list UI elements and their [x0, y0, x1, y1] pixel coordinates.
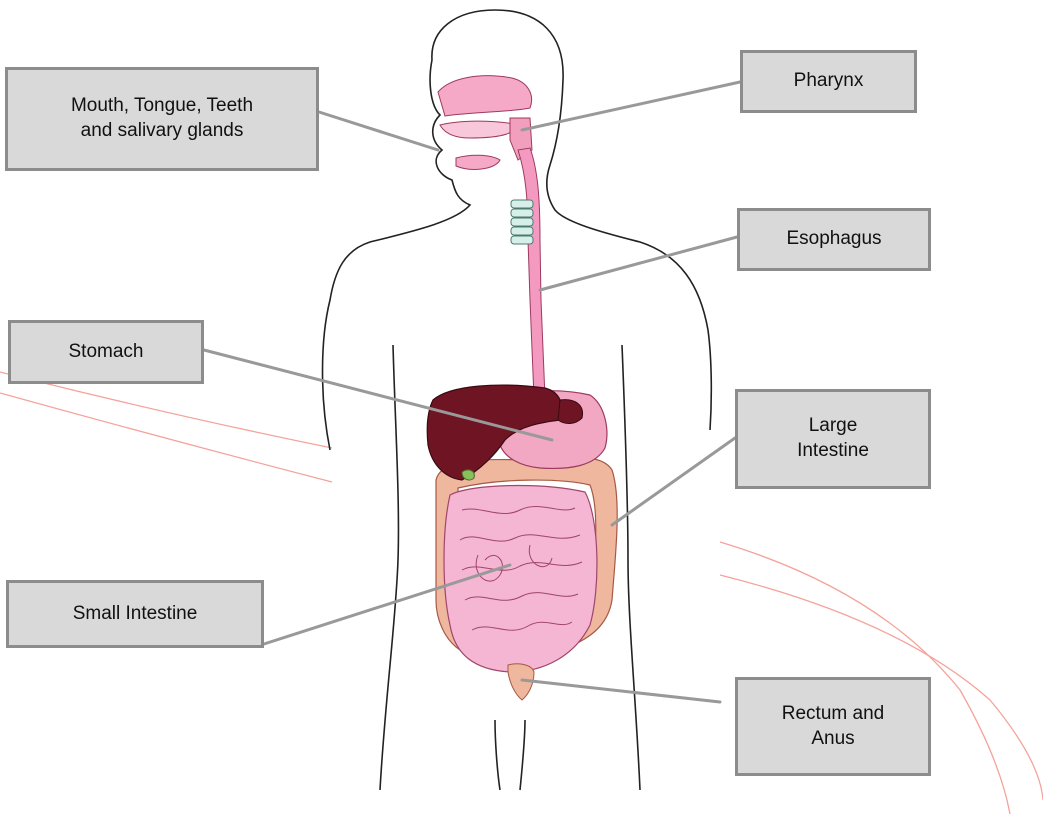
- label-large-intestine: Large Intestine: [735, 389, 931, 489]
- leader-line-esophagus: [540, 237, 737, 290]
- head-organs: [438, 76, 532, 170]
- label-rectum-anus: Rectum and Anus: [735, 677, 931, 776]
- esophagus-tube: [511, 148, 545, 398]
- leader-line-rectum: [522, 680, 720, 702]
- label-pharynx: Pharynx: [740, 50, 917, 113]
- leader-line-mouth: [319, 112, 438, 150]
- leader-line-pharynx: [522, 82, 740, 130]
- label-stomach: Stomach: [8, 320, 204, 384]
- label-small-intestine: Small Intestine: [6, 580, 264, 648]
- label-esophagus: Esophagus: [737, 208, 931, 271]
- leader-line-large-intestine: [612, 438, 735, 525]
- label-mouth-tongue-teeth: Mouth, Tongue, Teeth and salivary glands: [5, 67, 319, 171]
